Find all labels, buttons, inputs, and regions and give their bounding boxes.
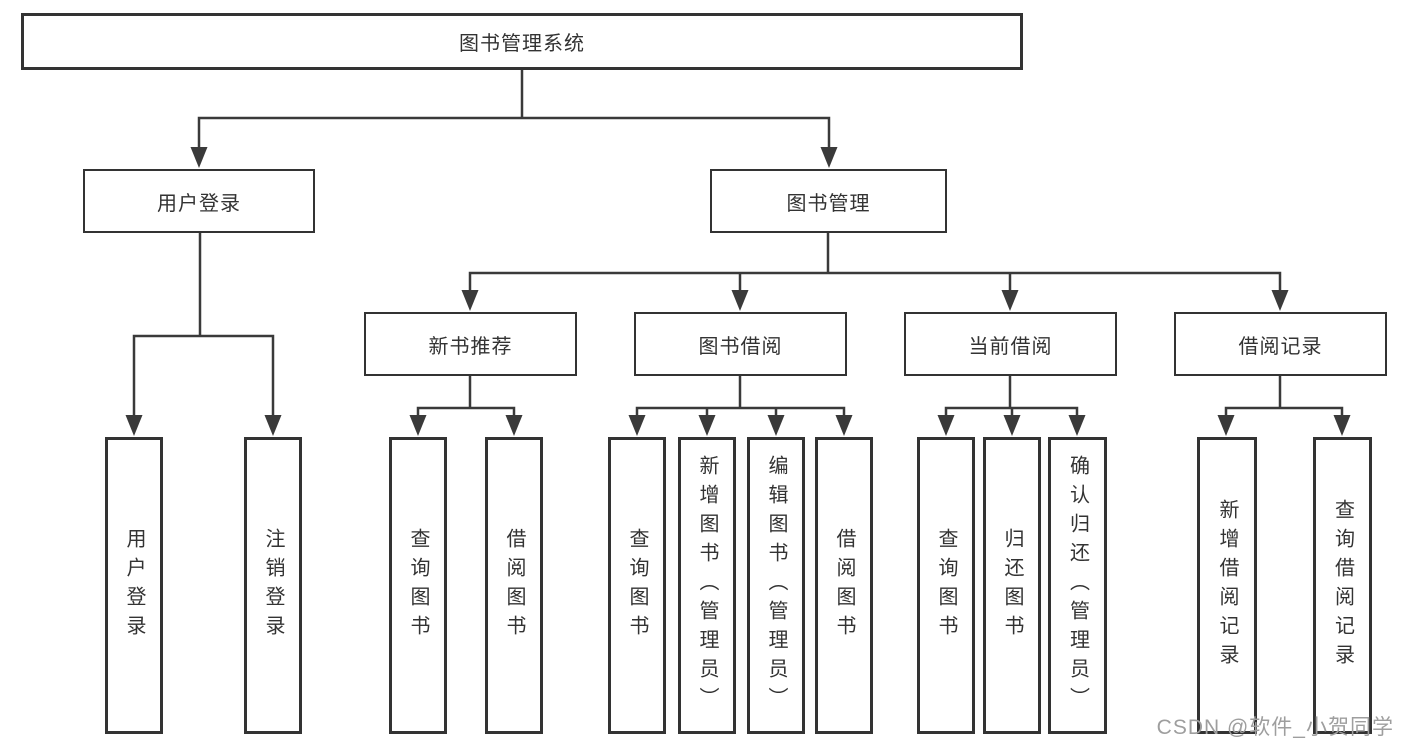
node-new-book-recommend: 新书推荐 xyxy=(364,312,577,376)
leaf-confirm-return-admin: 确认归还（管理员） xyxy=(1048,437,1107,734)
watermark: CSDN @软件_小贺同学 xyxy=(1156,716,1394,739)
leaf-edit-books-admin: 编辑图书（管理员） xyxy=(747,437,805,734)
node-library-management-system: 图书管理系统 xyxy=(21,13,1023,70)
node-book-borrow: 图书借阅 xyxy=(634,312,847,376)
leaf-user-login: 用户登录 xyxy=(105,437,163,734)
leaf-query-books-recommend: 查询图书 xyxy=(389,437,447,734)
leaf-return-books: 归还图书 xyxy=(983,437,1041,734)
node-book-management: 图书管理 xyxy=(710,169,947,233)
node-borrow-records: 借阅记录 xyxy=(1174,312,1387,376)
leaf-query-borrow-record: 查询借阅记录 xyxy=(1313,437,1372,734)
node-current-borrow: 当前借阅 xyxy=(904,312,1117,376)
leaf-borrow-books: 借阅图书 xyxy=(815,437,873,734)
leaf-query-books-current: 查询图书 xyxy=(917,437,975,734)
leaf-query-books-borrow: 查询图书 xyxy=(608,437,666,734)
leaf-logout: 注销登录 xyxy=(244,437,302,734)
node-user-login: 用户登录 xyxy=(83,169,315,233)
leaf-borrow-books-recommend: 借阅图书 xyxy=(485,437,543,734)
leaf-add-books-admin: 新增图书（管理员） xyxy=(678,437,736,734)
leaf-add-borrow-record: 新增借阅记录 xyxy=(1197,437,1257,734)
